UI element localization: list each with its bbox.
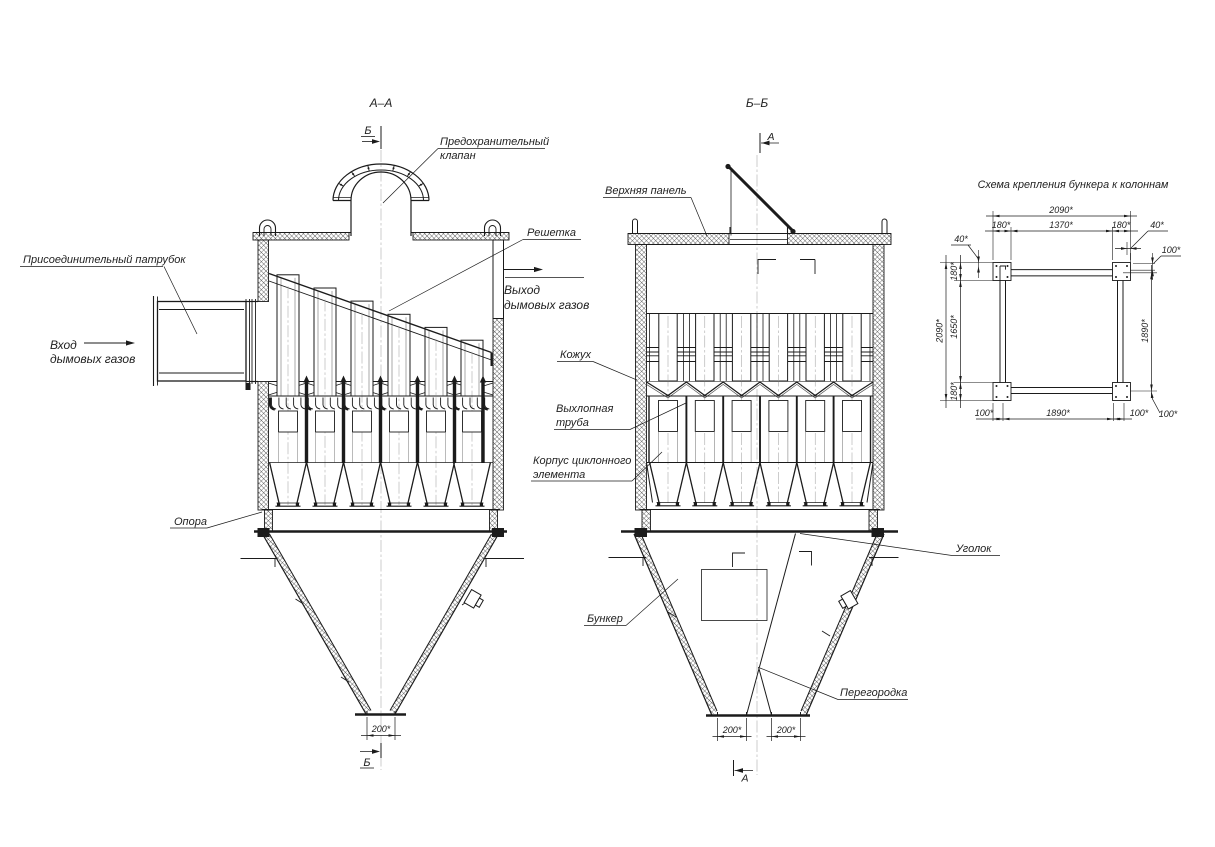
svg-text:Б: Б <box>363 757 370 769</box>
svg-text:Верхняя панель: Верхняя панель <box>605 185 687 197</box>
svg-text:1890*: 1890* <box>1046 408 1070 418</box>
svg-text:100*: 100* <box>975 408 994 418</box>
svg-text:Вход: Вход <box>50 338 77 352</box>
svg-text:Предохранительный: Предохранительный <box>440 136 549 148</box>
svg-text:Опора: Опора <box>174 516 207 528</box>
svg-text:2090*: 2090* <box>935 319 945 344</box>
svg-text:Присоединительный патрубок: Присоединительный патрубок <box>23 254 186 266</box>
svg-text:100*: 100* <box>1162 245 1181 255</box>
svg-text:Решетка: Решетка <box>527 227 576 239</box>
svg-text:труба: труба <box>556 417 589 429</box>
svg-text:А–А: А–А <box>369 96 393 110</box>
svg-text:Б–Б: Б–Б <box>746 96 768 110</box>
svg-text:Схема крепления бункера к коло: Схема крепления бункера к колоннам <box>978 179 1169 191</box>
svg-text:Кожух: Кожух <box>560 349 592 361</box>
svg-text:100*: 100* <box>1159 409 1178 419</box>
svg-text:180*: 180* <box>1112 220 1131 230</box>
svg-text:А: А <box>740 773 748 785</box>
svg-text:элемента: элемента <box>533 469 585 481</box>
svg-text:200*: 200* <box>722 725 742 735</box>
svg-text:А: А <box>766 131 774 143</box>
svg-text:Бункер: Бункер <box>587 613 623 625</box>
svg-text:дымовых газов: дымовых газов <box>504 298 589 312</box>
svg-text:клапан: клапан <box>440 150 476 162</box>
svg-text:1650*: 1650* <box>949 315 959 339</box>
svg-text:180*: 180* <box>949 382 959 401</box>
svg-text:Корпус циклонного: Корпус циклонного <box>533 455 631 467</box>
svg-text:1890*: 1890* <box>1140 319 1150 343</box>
svg-text:200*: 200* <box>371 724 391 734</box>
svg-text:Перегородка: Перегородка <box>840 687 907 699</box>
svg-text:Выхлопная: Выхлопная <box>556 403 613 415</box>
svg-text:40*: 40* <box>1150 220 1164 230</box>
svg-text:200*: 200* <box>776 725 796 735</box>
svg-text:40*: 40* <box>954 234 968 244</box>
svg-text:2090*: 2090* <box>1048 205 1073 215</box>
svg-text:Б: Б <box>364 125 371 137</box>
svg-text:100*: 100* <box>1130 408 1149 418</box>
svg-text:Выход: Выход <box>504 283 540 297</box>
svg-text:1370*: 1370* <box>1049 220 1073 230</box>
svg-text:Уголок: Уголок <box>955 543 992 555</box>
svg-text:180*: 180* <box>949 262 959 281</box>
svg-text:дымовых газов: дымовых газов <box>50 352 135 366</box>
svg-text:180*: 180* <box>992 220 1011 230</box>
